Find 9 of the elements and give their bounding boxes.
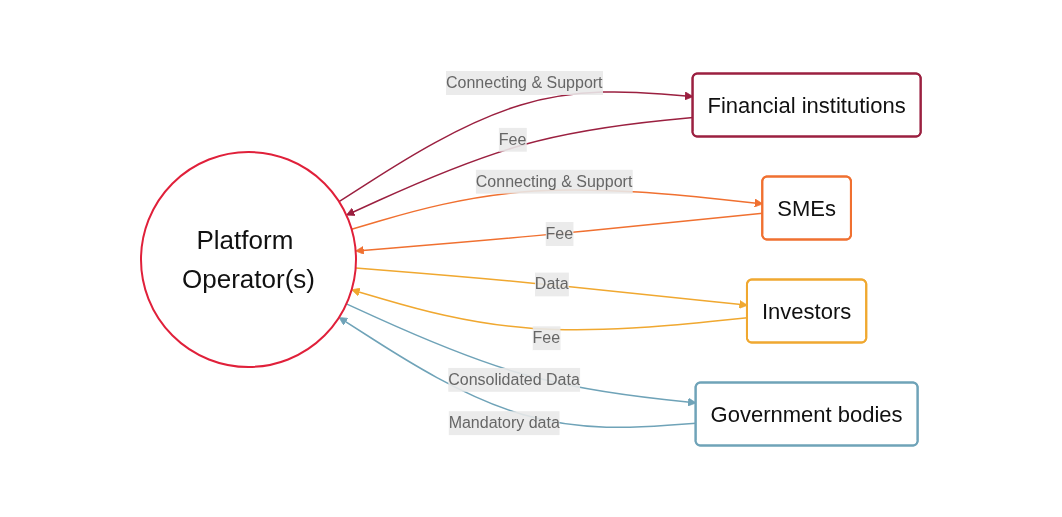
edge-label: Fee	[498, 131, 527, 149]
edge-label: Fee	[532, 329, 561, 347]
edge-label: Fee	[545, 225, 574, 243]
edge-label: Connecting & Support	[475, 172, 633, 190]
edge-label: Connecting & Support	[446, 74, 603, 92]
edge-label: Data	[535, 275, 569, 293]
edge-label: Consolidated Data	[448, 371, 581, 389]
edge-label: Mandatory data	[448, 414, 560, 432]
node-circle: Platform Operator(s)	[140, 151, 358, 369]
